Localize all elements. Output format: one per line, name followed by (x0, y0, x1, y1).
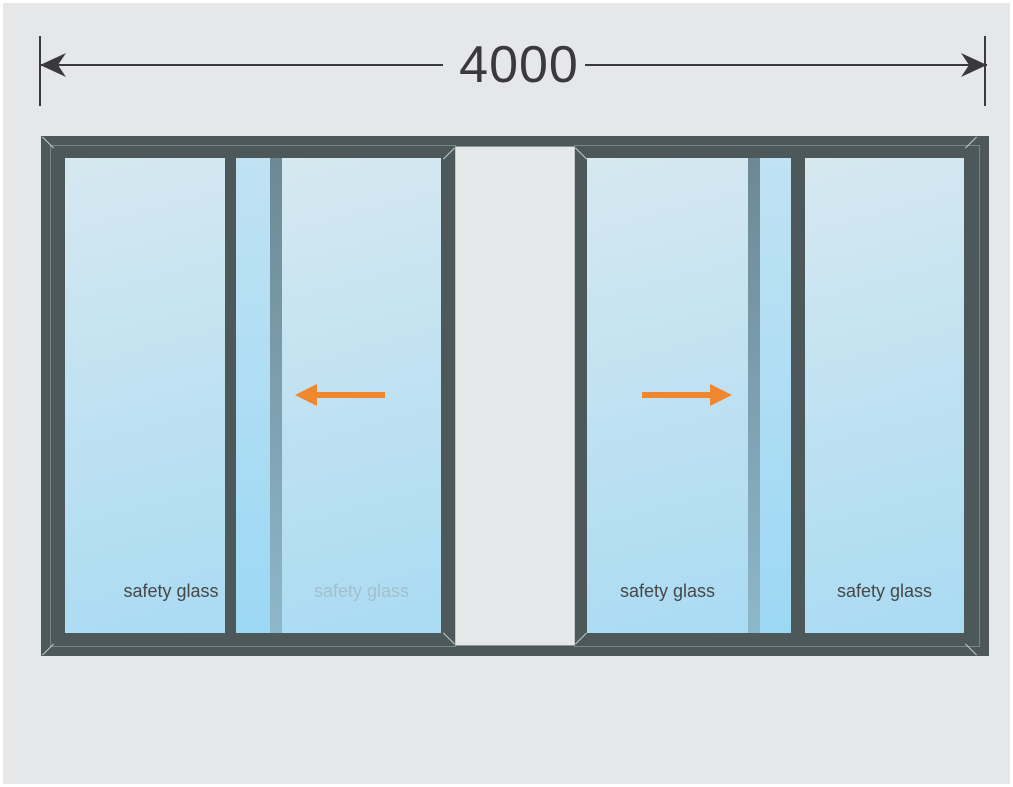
dimension-arrowhead-left-icon (40, 53, 66, 77)
window-outer-frame (41, 136, 989, 656)
safety-glass-label: safety glass (619, 581, 716, 601)
dimension-tick-left (39, 36, 41, 106)
safety-glass-label: safety glass (836, 581, 933, 601)
safety-glass-label: safety glass (313, 581, 410, 601)
glass-panel-left-slider[interactable]: safety glass (282, 158, 441, 633)
sash-left: safety glass safety glass (51, 146, 455, 646)
glass-panel-right-slider[interactable]: safety glass (587, 158, 748, 633)
dimension-line-right-segment (585, 64, 987, 66)
slide-left-arrow-icon (295, 384, 385, 406)
interlock-stile-right (748, 158, 760, 633)
sash-right: safety glass safety glass (575, 146, 979, 646)
dimension-tick-right (984, 36, 986, 106)
glass-overlap-strip-left (236, 158, 270, 633)
glass-overlap-strip-right (760, 158, 791, 633)
slide-right-arrow-icon (642, 384, 732, 406)
safety-glass-label: safety glass (123, 581, 219, 601)
dimension-arrowhead-right-icon (961, 53, 987, 77)
glass-panel-left-fixed[interactable]: safety glass (65, 158, 225, 633)
dimension-line-left-segment (41, 64, 443, 66)
interlock-stile-left (270, 158, 282, 633)
dimension-width-value: 4000 (459, 36, 579, 94)
glass-panel-right-fixed[interactable]: safety glass (805, 158, 964, 633)
